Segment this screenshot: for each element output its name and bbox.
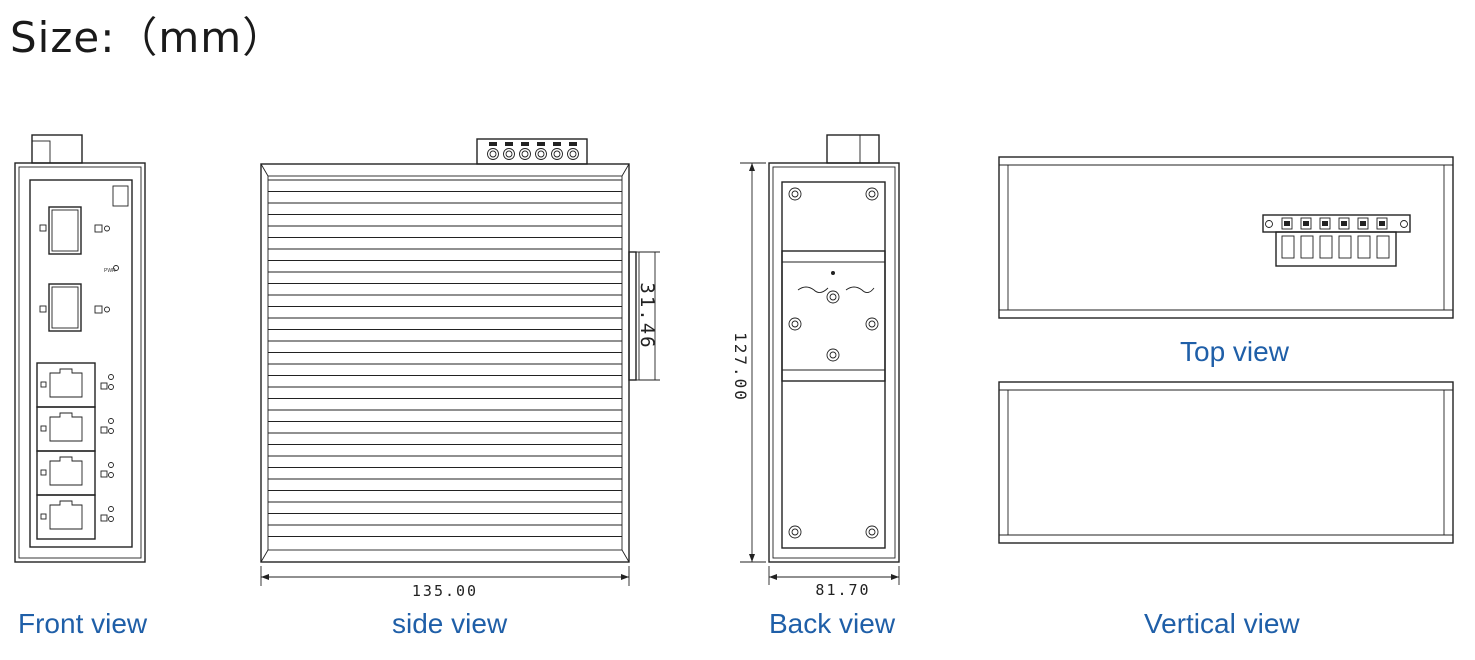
pwr-label: PWR (104, 268, 116, 274)
back-view-caption: Back view (769, 608, 896, 639)
back-width-dimension: 81.70 (815, 581, 870, 599)
back-height-dimension: 127.00 (731, 332, 750, 402)
back-view-drawing (740, 134, 900, 585)
page-title: Size:（mm） (10, 13, 286, 62)
side-rail-dimension: 31.46 (636, 282, 658, 349)
side-view-drawing (260, 138, 660, 586)
vertical-view-caption: Vertical view (1144, 608, 1300, 639)
side-view-caption: side view (392, 608, 508, 639)
vertical-view-drawing (998, 381, 1454, 544)
top-view-caption: Top view (1180, 336, 1289, 367)
top-view-drawing (998, 156, 1454, 319)
front-view-drawing (14, 134, 146, 563)
side-width-dimension: 135.00 (412, 582, 478, 600)
front-view-caption: Front view (18, 608, 148, 639)
